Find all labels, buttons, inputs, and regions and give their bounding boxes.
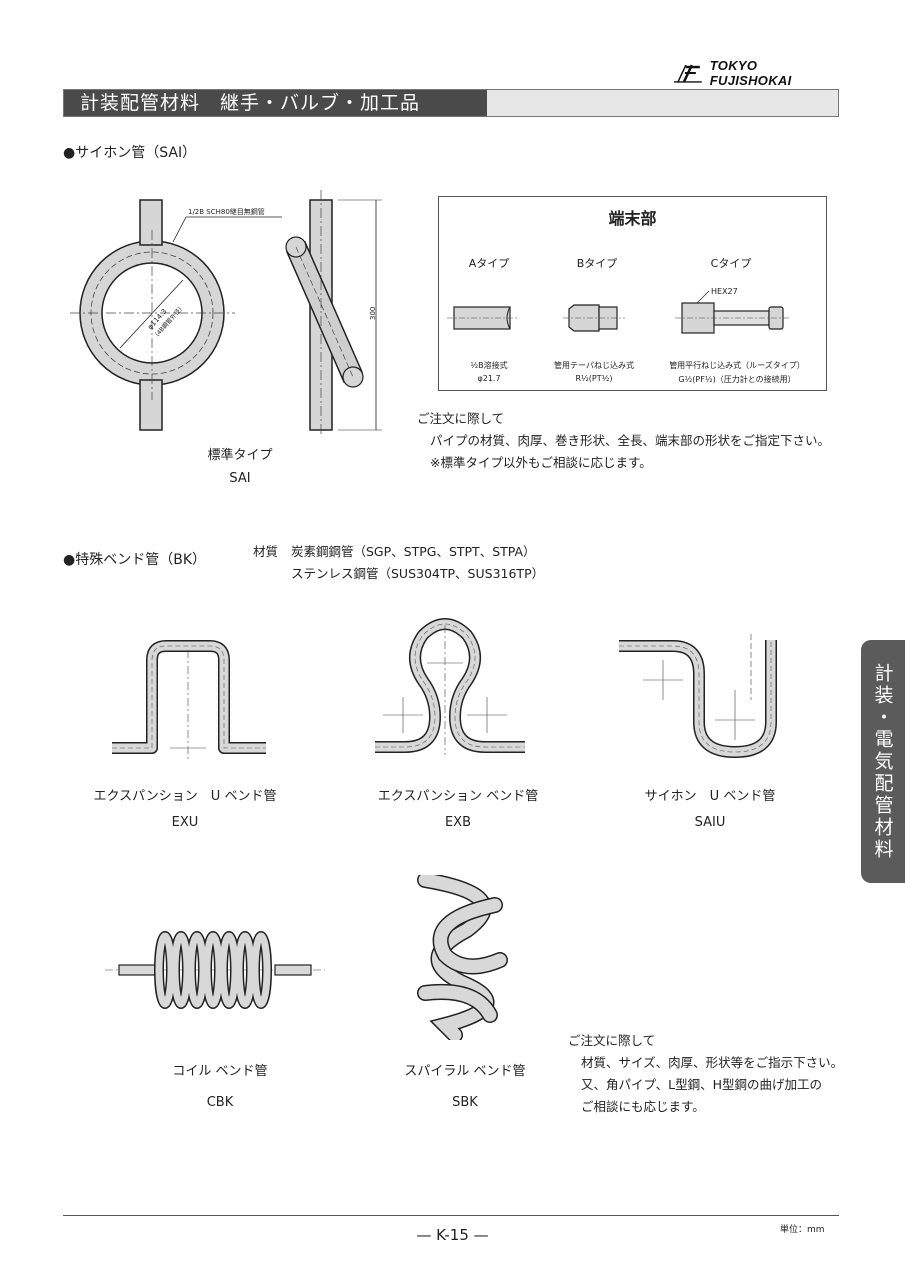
sbk-caption: スパイラル ベンド管 — [404, 1064, 526, 1079]
sbk-code: SBK — [452, 1095, 478, 1110]
type-a-desc: ½B溶接式 — [470, 361, 508, 370]
exu-drawing — [112, 640, 266, 762]
saiu-code: SAIU — [694, 815, 726, 830]
sai-code: SAI — [229, 471, 251, 486]
side-tab-label: 計装・電気配管材料 — [871, 662, 894, 861]
fujishokai-logo-icon — [673, 64, 702, 83]
end-box-title: 端末部 — [608, 209, 657, 228]
exb-code: EXB — [444, 815, 472, 830]
saiu-caption: サイホン U ベンド管 — [644, 789, 776, 804]
sai-note-line-1: パイプの材質、肉厚、巻き形状、全長、端末部の形状をご指定下さい。 — [430, 433, 831, 448]
end-type-box: 端末部 Aタイプ Bタイプ Cタイプ HEX27 ½B溶接式 φ21.7 管用テ… — [438, 196, 827, 391]
sai-height-label: 300 — [369, 307, 377, 320]
type-c-name: Cタイプ — [710, 257, 752, 270]
bk-note-line-1: 材質、サイズ、肉厚、形状等をご指示下さい。 — [581, 1055, 844, 1070]
bk-material-2: ステンレス鋼管（SUS304TP、SUS316TP） — [291, 566, 545, 581]
bk-note-line-2: 又、角パイプ、L型鋼、H型鋼の曲げ加工の — [581, 1077, 822, 1092]
exu-code: EXU — [171, 815, 199, 830]
type-c-desc: 管用平行ねじ込み式（ルーズタイプ） — [669, 361, 805, 370]
type-b-spec: R½(PT½) — [575, 374, 613, 383]
sai-drawing: φ114.3 （4B鋼管外径） 1/2B SCH80継目無鋼管 300 — [70, 190, 382, 435]
saiu-drawing — [619, 634, 777, 759]
bk-note-line-3: ご相談にも応じます。 — [581, 1099, 705, 1114]
cbk-drawing — [105, 931, 325, 1009]
bk-section-title: ●特殊ベンド管（BK） — [63, 552, 207, 568]
page-title: 計装配管材料 継手・バルブ・加工品 — [64, 90, 487, 116]
hex-label: HEX27 — [711, 287, 738, 296]
cbk-caption: コイル ベンド管 — [172, 1064, 268, 1079]
footer-divider — [63, 1215, 839, 1216]
page-title-bar: 計装配管材料 継手・バルブ・加工品 — [63, 89, 839, 117]
logo-text: TOKYO FUJISHOKAI — [709, 58, 792, 88]
cbk-code: CBK — [206, 1095, 234, 1110]
type-c-spec: G½(PF½)（圧力計との接続用） — [678, 375, 796, 384]
exb-caption: エクスパンション ベンド管 — [377, 789, 539, 804]
bk-material-1: 炭素鋼鋼管（SGP、STPG、STPT、STPA） — [291, 544, 536, 559]
side-index-tab: 計装・電気配管材料 — [861, 640, 905, 883]
type-a-name: Aタイプ — [468, 257, 510, 270]
page-number: — K-15 — — [416, 1226, 489, 1244]
exb-drawing — [375, 618, 525, 755]
exu-caption: エクスパンション U ベンド管 — [93, 789, 277, 804]
unit-note: 単位：mm — [780, 1225, 825, 1235]
sai-note-heading: ご注文に際して — [417, 411, 505, 426]
type-b-name: Bタイプ — [576, 257, 618, 270]
company-logo: TOKYO FUJISHOKAI — [672, 58, 842, 88]
bk-note-heading: ご注文に際して — [568, 1033, 656, 1048]
sai-caption: 標準タイプ — [207, 448, 273, 463]
end-type-drawings: HEX27 — [447, 287, 791, 334]
type-a-spec: φ21.7 — [477, 374, 501, 383]
sai-pipe-spec: 1/2B SCH80継目無鋼管 — [188, 207, 265, 216]
sai-note-line-2: ※標準タイプ以外もご相談に応じます。 — [430, 455, 652, 470]
bk-material-label: 材質 — [253, 544, 279, 559]
sbk-drawing — [417, 875, 508, 1040]
type-b-desc: 管用テーパねじ込み式 — [554, 361, 634, 370]
sai-section-title: ●サイホン管（SAI） — [63, 145, 197, 161]
